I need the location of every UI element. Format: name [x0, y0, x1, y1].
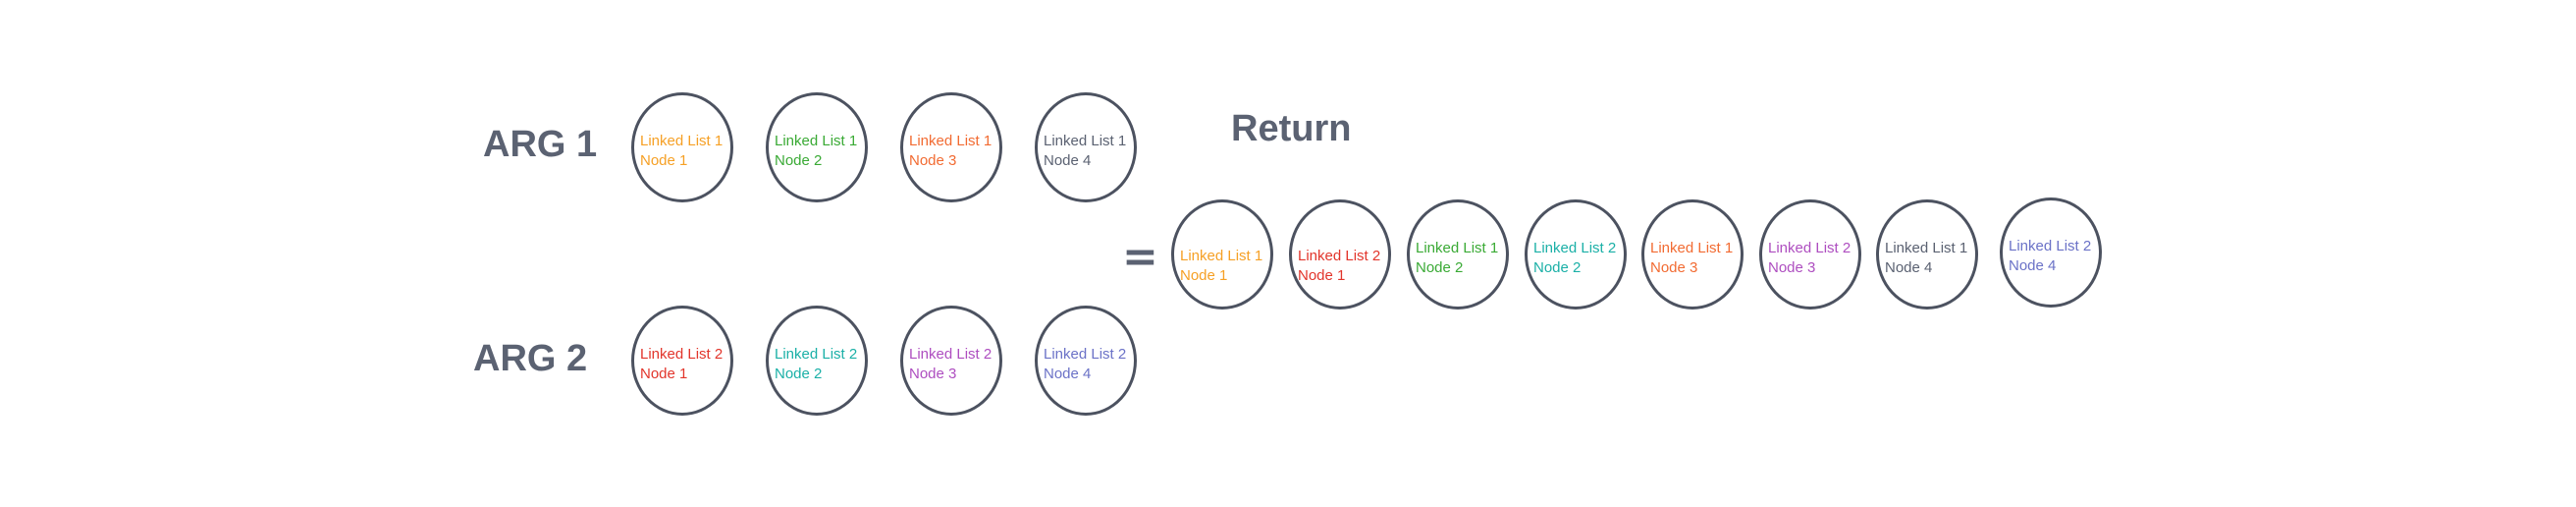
node-list-name: Linked List 2 [2009, 238, 2092, 254]
arg1-heading: ARG 1 [483, 124, 598, 165]
node-index: Node 1 [640, 366, 688, 382]
node-index: Node 3 [1650, 259, 1698, 276]
node-index: Node 2 [775, 152, 823, 169]
node-label: Linked List 1 Node 3 [909, 132, 992, 171]
equals-sign: = [1122, 232, 1158, 282]
node-label: Linked List 1 Node 2 [1416, 239, 1498, 278]
node-index: Node 2 [1416, 259, 1464, 276]
node-index: Node 2 [1533, 259, 1582, 276]
node-label: Linked List 1 Node 1 [1180, 247, 1262, 286]
node-list-name: Linked List 2 [1298, 248, 1381, 264]
list-node: Linked List 2 Node 4 [1035, 306, 1137, 416]
node-list-name: Linked List 2 [1768, 240, 1852, 256]
node-label: Linked List 2 Node 3 [1768, 239, 1851, 278]
node-index: Node 4 [1044, 366, 1092, 382]
node-index: Node 1 [1298, 267, 1346, 284]
node-label: Linked List 1 Node 4 [1044, 132, 1126, 171]
list-node: Linked List 2 Node 2 [1525, 199, 1627, 310]
node-list-name: Linked List 1 [1650, 240, 1734, 256]
list-node: Linked List 2 Node 2 [766, 306, 868, 416]
node-label: Linked List 2 Node 2 [775, 345, 857, 384]
list-node: Linked List 1 Node 3 [900, 92, 1002, 202]
list-node: Linked List 1 Node 3 [1641, 199, 1744, 310]
node-index: Node 2 [775, 366, 823, 382]
node-label: Linked List 2 Node 2 [1533, 239, 1616, 278]
node-list-name: Linked List 1 [640, 133, 724, 149]
node-list-name: Linked List 1 [1044, 133, 1127, 149]
node-index: Node 3 [909, 152, 957, 169]
node-index: Node 1 [1180, 267, 1228, 284]
node-list-name: Linked List 2 [1533, 240, 1617, 256]
node-list-name: Linked List 1 [909, 133, 993, 149]
node-list-name: Linked List 2 [909, 346, 993, 363]
node-label: Linked List 1 Node 1 [640, 132, 723, 171]
list-node: Linked List 1 Node 4 [1035, 92, 1137, 202]
node-index: Node 1 [640, 152, 688, 169]
node-list-name: Linked List 1 [1885, 240, 1968, 256]
node-label: Linked List 2 Node 1 [640, 345, 723, 384]
list-node: Linked List 2 Node 4 [2000, 197, 2102, 308]
node-list-name: Linked List 1 [1416, 240, 1499, 256]
list-node: Linked List 2 Node 1 [1289, 199, 1391, 310]
node-index: Node 3 [909, 366, 957, 382]
list-node: Linked List 1 Node 2 [1407, 199, 1509, 310]
node-list-name: Linked List 2 [640, 346, 724, 363]
node-index: Node 4 [1044, 152, 1092, 169]
node-list-name: Linked List 2 [1044, 346, 1127, 363]
node-label: Linked List 2 Node 1 [1298, 247, 1380, 286]
node-index: Node 4 [2009, 257, 2057, 274]
node-list-name: Linked List 2 [775, 346, 858, 363]
return-heading: Return [1231, 108, 1352, 149]
node-label: Linked List 2 Node 4 [2009, 237, 2091, 276]
list-node: Linked List 1 Node 1 [631, 92, 733, 202]
list-node: Linked List 2 Node 3 [900, 306, 1002, 416]
node-label: Linked List 2 Node 3 [909, 345, 992, 384]
node-list-name: Linked List 1 [1180, 248, 1263, 264]
list-node: Linked List 1 Node 2 [766, 92, 868, 202]
list-node: Linked List 1 Node 4 [1876, 199, 1978, 310]
list-node: Linked List 2 Node 3 [1759, 199, 1861, 310]
node-label: Linked List 1 Node 4 [1885, 239, 1967, 278]
list-node: Linked List 1 Node 1 [1171, 199, 1273, 310]
node-label: Linked List 1 Node 3 [1650, 239, 1733, 278]
arg2-heading: ARG 2 [473, 338, 588, 379]
node-label: Linked List 1 Node 2 [775, 132, 857, 171]
node-index: Node 4 [1885, 259, 1933, 276]
node-label: Linked List 2 Node 4 [1044, 345, 1126, 384]
node-index: Node 3 [1768, 259, 1816, 276]
list-node: Linked List 2 Node 1 [631, 306, 733, 416]
node-list-name: Linked List 1 [775, 133, 858, 149]
